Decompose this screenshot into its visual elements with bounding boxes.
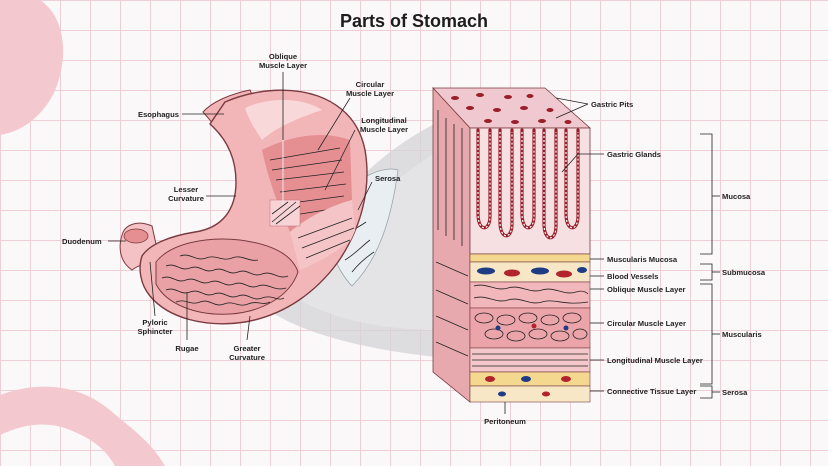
label-group-muscularis: Muscularis — [722, 330, 762, 339]
label-group-mucosa: Mucosa — [722, 192, 751, 201]
blood-vessels — [477, 267, 587, 278]
gastric-glands — [476, 128, 580, 240]
circular-muscle-layer — [469, 307, 591, 349]
longitudinal-layer-texture — [472, 353, 588, 367]
label-rugae: Rugae — [175, 344, 198, 353]
label-oblique-muscle-1: Oblique — [269, 52, 297, 61]
longitudinal-muscle-fibers — [297, 217, 355, 259]
stomach-labels: Oblique Muscle Layer Circular Muscle Lay… — [62, 52, 408, 362]
group-brackets — [700, 133, 720, 399]
mucosa-layer — [469, 127, 591, 255]
label-pyloric-sphincter-1: Pyloric — [142, 318, 167, 327]
label-group-serosa: Serosa — [722, 388, 748, 397]
label-peritoneum: Peritoneum — [484, 417, 526, 426]
label-serosa-stomach: Serosa — [375, 174, 401, 183]
label-circular-muscle-2: Muscle Layer — [346, 89, 394, 98]
connective-vessels — [485, 376, 571, 382]
label-greater-curvature-2: Curvature — [229, 353, 265, 362]
circular-layer-texture — [474, 312, 588, 342]
wall-cross-section — [432, 86, 592, 403]
side-face-texture — [435, 110, 469, 357]
oblique-fibers — [271, 201, 301, 225]
label-oblique-muscle-layer: Oblique Muscle Layer — [607, 285, 686, 294]
decor-blob-top-left — [0, 0, 64, 135]
label-circular-muscle-layer: Circular Muscle Layer — [607, 319, 686, 328]
label-duodenum: Duodenum — [62, 237, 102, 246]
muscularis-mucosa-layer — [469, 253, 591, 263]
serosa-vessels — [498, 391, 550, 397]
serosa-layer — [469, 385, 591, 403]
gastric-pit-dots — [451, 93, 572, 124]
label-lesser-curvature-1: Lesser — [174, 185, 199, 194]
circular-muscle-fibers — [269, 147, 347, 217]
rugae-interior — [155, 238, 299, 315]
label-gastric-pits: Gastric Pits — [591, 100, 633, 109]
label-connective-tissue-layer: Connective Tissue Layer — [607, 387, 696, 396]
label-longitudinal-muscle-layer: Longitudinal Muscle Layer — [607, 356, 703, 365]
label-group-submucosa: Submucosa — [722, 268, 766, 277]
muscle-vessel-dots — [495, 323, 569, 331]
label-circular-muscle-1: Circular — [356, 80, 385, 89]
diagram-title: Parts of Stomach — [340, 11, 488, 31]
label-longitudinal-muscle-1: Longitudinal — [361, 116, 407, 125]
stomach-leader-lines — [108, 72, 373, 341]
section-leader-lines — [504, 97, 604, 414]
label-blood-vessels: Blood Vessels — [607, 272, 659, 281]
label-greater-curvature-1: Greater — [233, 344, 260, 353]
stomach-illustration — [119, 89, 399, 325]
fundus-highlight — [245, 99, 322, 140]
label-esophagus: Esophagus — [138, 110, 179, 119]
rugae-folds — [161, 254, 289, 306]
label-pyloric-sphincter-2: Sphincter — [137, 327, 172, 336]
section-labels: Gastric Pits Gastric Glands Muscularis M… — [484, 100, 703, 426]
label-muscularis-mucosa: Muscularis Mucosa — [607, 255, 678, 264]
group-labels: Mucosa Submucosa Muscularis Serosa — [722, 192, 766, 397]
oblique-layer-texture — [473, 284, 589, 304]
duodenum-opening — [123, 228, 149, 244]
label-lesser-curvature-2: Curvature — [168, 194, 204, 203]
label-oblique-muscle-2: Muscle Layer — [259, 61, 307, 70]
section-side-face — [432, 86, 471, 403]
longitudinal-muscle-band — [290, 200, 356, 270]
label-longitudinal-muscle-2: Muscle Layer — [360, 125, 408, 134]
label-gastric-glands: Gastric Glands — [607, 150, 661, 159]
decor-wave-bottom-left — [0, 386, 165, 466]
